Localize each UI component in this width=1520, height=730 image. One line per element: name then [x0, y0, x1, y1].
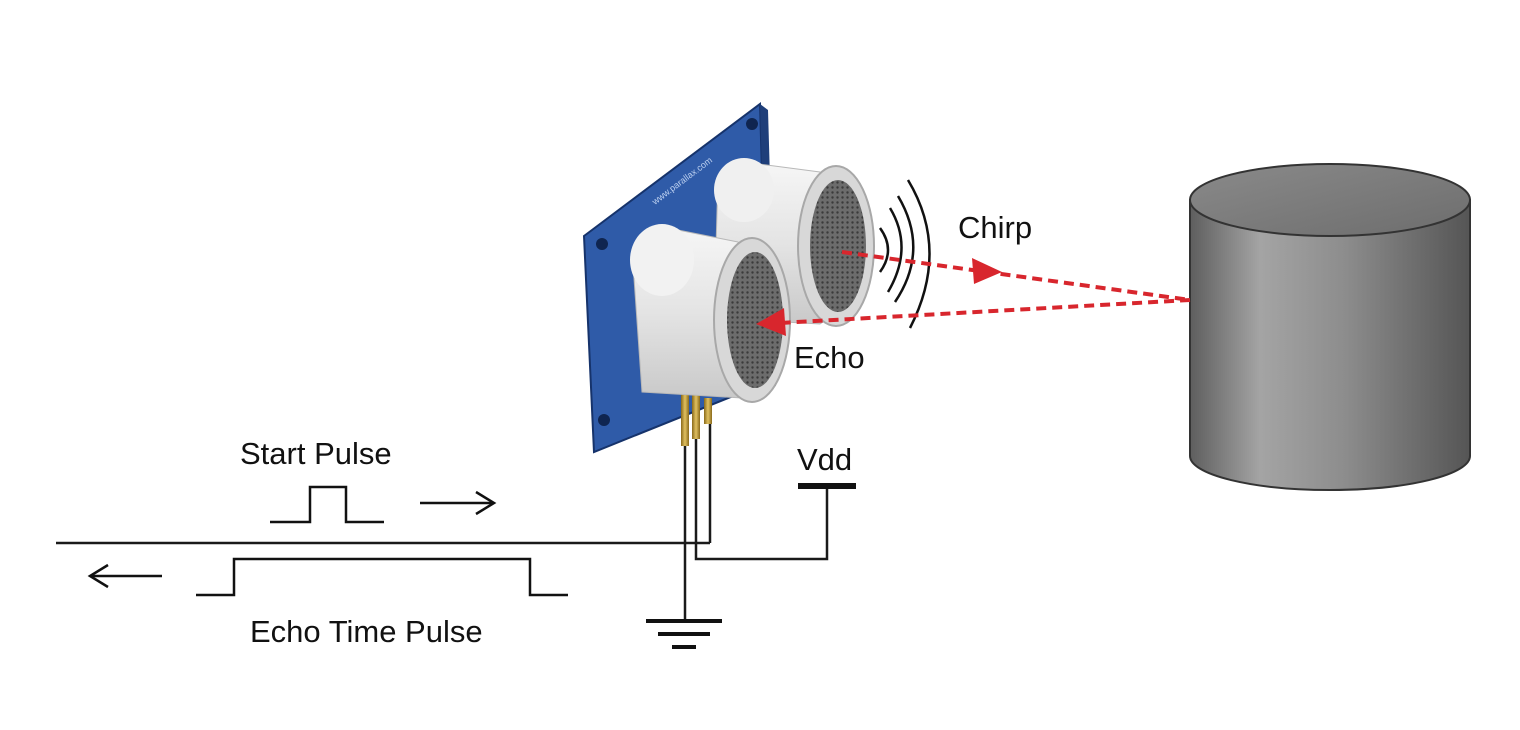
sensor-pins	[681, 392, 712, 446]
echo-path	[756, 298, 1191, 336]
start-pulse-waveform	[270, 485, 384, 524]
ground-symbol-icon	[646, 619, 722, 649]
right-arrow-icon	[420, 490, 497, 516]
start-pulse-label: Start Pulse	[240, 436, 392, 471]
obstacle-cylinder	[1189, 163, 1471, 491]
vdd-label: Vdd	[797, 442, 852, 477]
left-arrow-icon	[87, 563, 162, 589]
chirp-path	[841, 250, 1191, 302]
echo-label: Echo	[794, 340, 865, 375]
echo-transducer	[630, 224, 791, 403]
echo-time-pulse-waveform	[196, 557, 568, 597]
chirp-label: Chirp	[958, 210, 1032, 245]
circuit-wires	[56, 424, 829, 620]
echo-time-pulse-label: Echo Time Pulse	[250, 614, 483, 649]
sound-wave-arcs	[878, 179, 931, 329]
